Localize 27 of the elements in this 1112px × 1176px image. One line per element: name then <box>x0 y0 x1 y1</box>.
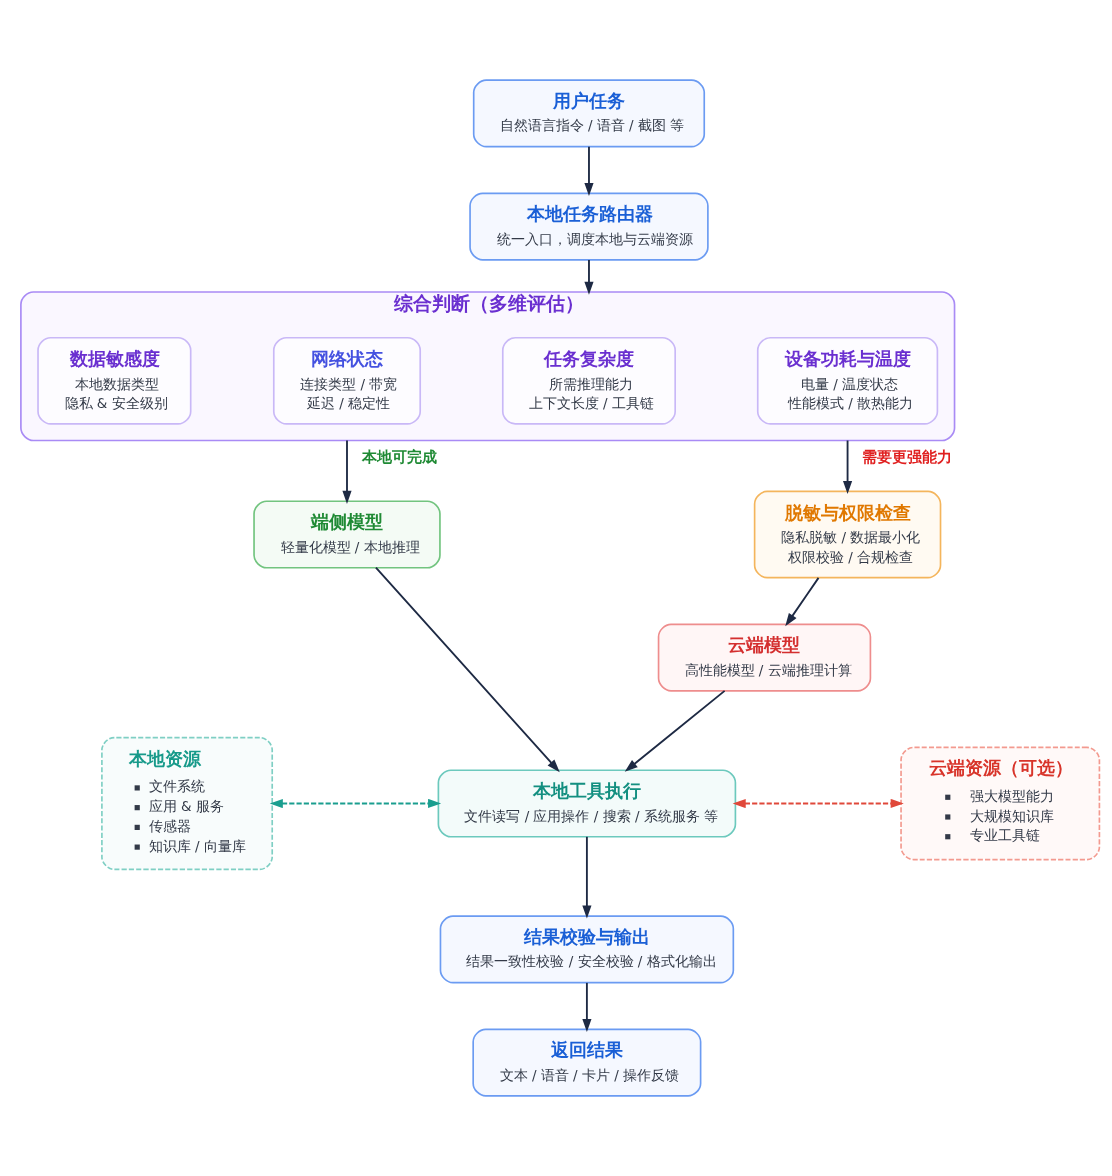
node-box: 端侧模型 轻量化模型 / 本地推理 <box>253 500 441 569</box>
node-box: 用户任务 自然语言指令 / 语音 / 截图 等 <box>472 79 706 148</box>
arrow <box>785 576 820 627</box>
arrow <box>843 439 853 495</box>
node-box: 任务复杂度 所需推理能力 上下文长度 / 工具链 <box>501 336 676 425</box>
node-box: 数据敏感度 本地数据类型 隐私 & 安全级别 <box>37 336 192 425</box>
node-box: 设备功耗与温度 电量 / 温度状态 性能模式 / 散热能力 <box>756 336 939 425</box>
arrow <box>582 981 592 1033</box>
arrow <box>375 566 560 773</box>
arrow <box>624 689 726 772</box>
arrow <box>269 798 442 809</box>
arrow <box>342 439 352 504</box>
node-box: 云端模型 高性能模型 / 云端推理计算 <box>657 623 872 692</box>
node-box: 本地任务路由器 统一入口，调度本地与云端资源 <box>469 192 709 261</box>
node-box: 本地资源 文件系统 应用 & 服务 传感器 知识库 / 向量库 <box>101 736 274 871</box>
node-box: 返回结果 文本 / 语音 / 卡片 / 操作反馈 <box>472 1028 702 1097</box>
node-box: 云端资源（可选） 强大模型能力 大规模知识库 专业工具链 <box>900 746 1101 861</box>
edge-label: 本地可完成 <box>361 449 437 466</box>
arrow <box>584 258 594 295</box>
arrow <box>582 835 592 919</box>
node-box: 网络状态 连接类型 / 带宽 延迟 / 稳定性 <box>272 336 422 425</box>
node-box: 本地工具执行 文件读写 / 应用操作 / 搜索 / 系统服务 等 <box>437 769 737 838</box>
edge-label: 需要更强能力 <box>862 449 953 466</box>
arrow <box>732 798 904 809</box>
arrow <box>584 145 594 197</box>
node-box: 脱敏与权限检查 隐私脱敏 / 数据最小化 权限校验 / 合规检查 <box>753 490 942 579</box>
node-box: 结果校验与输出 结果一致性校验 / 安全校验 / 格式化输出 <box>439 915 735 984</box>
